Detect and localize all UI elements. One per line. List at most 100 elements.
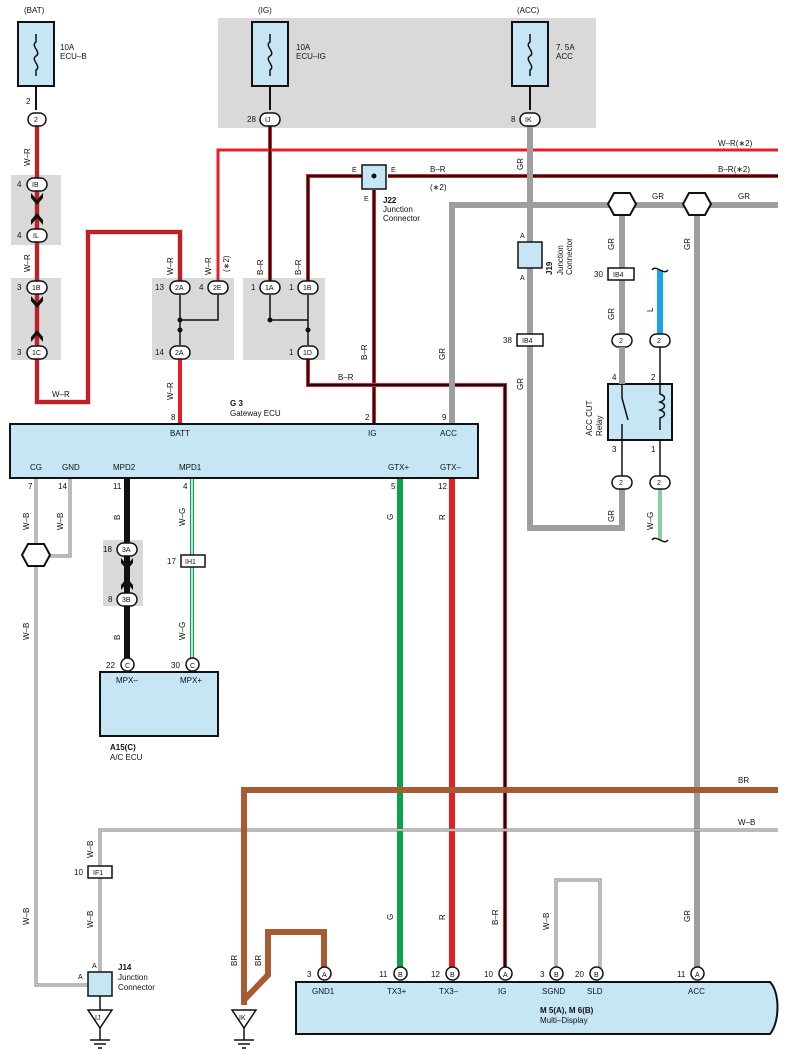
pin-1-1b: 1 (289, 283, 294, 292)
conn-ik-top-text: IK (525, 117, 532, 124)
conn-2a-bottom (169, 345, 191, 360)
conn-2a-top-text: 2A (175, 285, 184, 292)
pin-10-ig: 10 (484, 970, 493, 979)
wl-wr-4: W–R (166, 257, 175, 275)
j14-a-top: A (92, 963, 97, 970)
pin-20-sld: 20 (575, 970, 584, 979)
conn-a-gnd1-text: A (322, 972, 327, 979)
j22-box (361, 164, 387, 190)
wl-gr-9: GR (607, 510, 616, 522)
md-acc: ACC (688, 987, 705, 996)
ground-ij (86, 996, 114, 1049)
md-gnd1: GND1 (312, 987, 335, 996)
j19-code: J19 (545, 261, 554, 275)
md-sld: SLD (587, 987, 603, 996)
conn-3a (116, 542, 138, 557)
j14-box (87, 971, 113, 997)
wl-gr-6: GR (438, 348, 447, 360)
conn-ib4-b-text: IB4 (522, 338, 533, 345)
wire-br-1b-core (307, 175, 366, 290)
j22-e-right: E (391, 167, 396, 174)
fuse-ecu-b-name: ECU–B (60, 52, 87, 61)
conn-if1-text: IF1 (93, 870, 103, 877)
wl-r-2: R (438, 914, 447, 920)
wire-wr-star2 (216, 148, 778, 290)
wire-br-1d-core (307, 358, 506, 968)
pin-17: 17 (167, 557, 176, 566)
wl-star2-mid: (∗2) (430, 183, 447, 192)
pin-3-sgnd: 3 (540, 970, 545, 979)
conn-1b-left (26, 280, 48, 295)
wl-gr-1: GR (516, 158, 525, 170)
wl-wb-1: W–B (22, 513, 31, 530)
wire-br-1b (306, 174, 366, 290)
pin-12-tx3m: 12 (431, 970, 440, 979)
wl-gr-8: GR (607, 308, 616, 320)
conn-ib (26, 177, 48, 192)
pin-8-3b: 8 (108, 595, 113, 604)
conn-il-text: IL (33, 233, 39, 240)
wire-br-ground (241, 787, 778, 1005)
gateway-code: G 3 (230, 399, 243, 408)
conn-il (26, 228, 48, 243)
wl-wg-1: W–G (178, 508, 187, 526)
conn-a-ig-text: A (503, 972, 508, 979)
relay-name: ACC CUT (585, 400, 594, 436)
j22-code: J22 (383, 196, 397, 205)
j14-a-left: A (78, 974, 83, 981)
conn-b-sld-text: B (594, 972, 599, 979)
wl-wr-3: W–R (52, 390, 70, 399)
wire-break-marks (651, 267, 669, 543)
wl-wr-star2: W–R(∗2) (718, 139, 753, 148)
conn-ih1-box (180, 554, 206, 568)
pin-7-cg: 7 (28, 482, 33, 491)
conn-b-sgnd (549, 966, 564, 981)
wire-br-gnd1 (241, 929, 327, 1003)
fuse-ecu-ig-rating: 10A (296, 43, 311, 52)
wire-wb-j14 (98, 828, 778, 972)
power-ig-label: (IG) (258, 6, 272, 15)
j19-name2: Connector (565, 238, 574, 275)
pin-14: 14 (155, 348, 164, 357)
conn-ib4-b-box (516, 333, 544, 347)
j19-a-bottom: A (520, 275, 525, 282)
wl-wb-6: W–B (86, 911, 95, 928)
j22-e-left: E (352, 167, 357, 174)
conn-1c-text: 1C (32, 350, 41, 357)
pin-3-1b: 3 (17, 283, 22, 292)
pin-4-il: 4 (17, 231, 22, 240)
conn-b-tx3p-text: B (398, 972, 403, 979)
conn-b-sld (589, 966, 604, 981)
conn-b-tx3m-text: B (450, 972, 455, 979)
conn-2-r1-text: 2 (657, 480, 661, 487)
wl-br-3: B–R (360, 344, 369, 360)
conn-2-r2-text: 2 (657, 338, 661, 345)
fuse-ig (251, 21, 289, 110)
conn-3b-text: 3B (122, 597, 131, 604)
conn-ih1-text: IH1 (185, 559, 196, 566)
conn-1b-right (297, 280, 319, 295)
pin-2-bat: 2 (26, 97, 31, 106)
conn-1b-right-text: 1B (303, 285, 312, 292)
md-tx3m: TX3– (439, 987, 459, 996)
conn-2e-text: 2E (213, 285, 222, 292)
gateway-mpd1: MPD1 (179, 463, 202, 472)
conn-1c (26, 345, 48, 360)
conn-a-gnd1 (317, 966, 332, 981)
wl-brown-3: BR (254, 955, 263, 966)
wl-brown-2: BR (230, 955, 239, 966)
gateway-gtxm: GTX– (440, 463, 461, 472)
pin-5-gtxp: 5 (391, 482, 396, 491)
wire-wb-j14-w (99, 829, 778, 972)
conn-ij-top (259, 112, 281, 127)
pin-18: 18 (103, 545, 112, 554)
pin-4-ib: 4 (17, 180, 22, 189)
pin-3-relay: 3 (612, 445, 617, 454)
wl-wb-7: W–B (738, 818, 755, 827)
md-code: M 5(A), M 6(B) (540, 1006, 594, 1015)
pin-3-1c: 3 (17, 348, 22, 357)
power-acc-label: (ACC) (517, 6, 540, 15)
wl-g-1: G (386, 514, 395, 520)
pin-4-mpd1: 4 (183, 482, 188, 491)
wl-gr-5: GR (683, 238, 692, 250)
